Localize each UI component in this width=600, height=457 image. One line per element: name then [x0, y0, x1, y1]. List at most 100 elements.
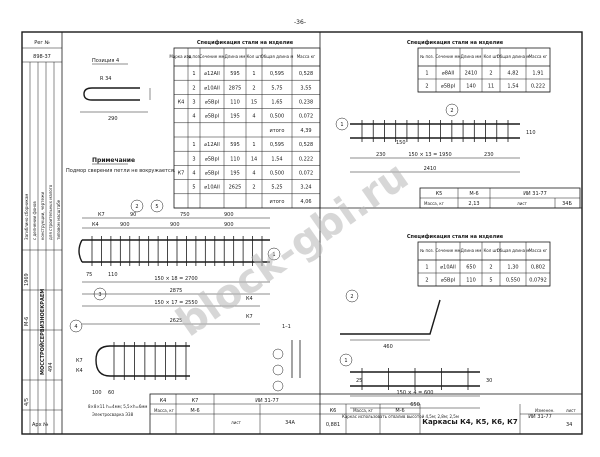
section-views — [272, 340, 301, 392]
length-dim: 290 — [108, 116, 118, 122]
main-spec-header-3: Длина мм — [225, 54, 246, 59]
main-spec-cell-3-3: 195 — [230, 114, 240, 120]
main-spec-cell-4-5: итого — [270, 128, 285, 134]
main-spec-cell-0-4: 1 — [252, 71, 255, 77]
k5-marker-2-label: 2 — [450, 108, 453, 114]
main-spec-header-5: Общая длина м — [261, 54, 294, 59]
k4-dim-900c: 900 — [224, 212, 234, 218]
loop-bar — [83, 87, 140, 101]
k4-mark-k4-top: К4 — [92, 222, 99, 228]
main-spec-header-4: Кол шт — [246, 54, 262, 59]
title-block: К4 К7 ИИ 31-77 Масса, кг М-6 лист 34А К6… — [149, 393, 583, 435]
tb-change-sheet-label: лист — [566, 408, 576, 413]
k4-dim-900d: 900 — [224, 222, 234, 228]
main-spec-cell-7-6: 0,072 — [299, 171, 313, 177]
k6-marker-1 — [339, 353, 353, 367]
main-spec-cell-2-2: ⌀5ВрI — [205, 100, 219, 106]
k6-dim-edge: 25 — [356, 378, 362, 384]
main-spec-cell-5-4: 1 — [252, 142, 255, 148]
tb-change-label: Изменен. — [535, 408, 555, 413]
main-spec-cell-3-1: 4 — [192, 114, 195, 120]
k5-marker-1 — [335, 117, 349, 131]
k6-dim-length: 460 — [383, 344, 393, 350]
radius-dim: R 34 — [100, 76, 111, 82]
k4-weld-note-2: Электросварка Э38 — [92, 412, 134, 417]
main-spec-cell-0-3: 595 — [230, 71, 240, 77]
main-spec-cell-7-1: 4 — [192, 171, 195, 177]
k6-spec-cell-0-1: ⌀10АII — [440, 265, 456, 271]
main-spec-cell-3-6: 0,072 — [299, 114, 313, 120]
stamp-line-3: конструкции, чертежи — [40, 191, 45, 240]
stamp-line-2: с делнении фонов — [32, 201, 37, 240]
tb-mark-k4: К4 — [160, 398, 167, 404]
tb-sheet: 34А — [285, 420, 295, 426]
k5-dim-edge-left: 230 — [376, 152, 386, 158]
k5-spec-cell-0-3: 2 — [489, 71, 492, 77]
position-label: Позиция 4 — [92, 58, 119, 64]
tb-title: Каркасы К4, К5, К6, К7 — [422, 418, 518, 426]
main-spec-cell-1-5: 5,75 — [271, 85, 282, 91]
k4-dim-pitch-a: 150 × 18 = 2700 — [154, 276, 197, 282]
k5-spec-cell-0-5: 1,91 — [532, 71, 543, 77]
k5-spec-cell-1-2: 140 — [466, 84, 476, 90]
stamp-line-4: для строительных малого — [48, 184, 53, 240]
k5-dim-total: 2410 — [424, 166, 437, 172]
org-name: МОССТРОЙСЕРВИЗНОЕКРАЕМ — [38, 289, 46, 375]
main-spec-table: Спецификация стали на изделие Марка изд.… — [169, 39, 321, 209]
k4-marker-4-label: 4 — [74, 324, 77, 330]
k4-section-label: 1–1 — [282, 324, 291, 330]
k5-spec-header-3: Кол шт — [483, 54, 499, 59]
k6-spec-cell-1-2: 110 — [466, 278, 476, 284]
main-spec-cell-5-1: 1 — [192, 142, 195, 148]
tb-mass-label: Масса, кг — [154, 408, 174, 413]
main-spec-cell-2-6: 0,238 — [299, 100, 313, 106]
k5-stamp-series: М-6 — [469, 191, 478, 197]
k5-spec-cell-1-1: ⌀5ВрI — [441, 84, 455, 90]
k5-spec-header-5: Масса кг — [529, 54, 548, 59]
k5-marker-2 — [445, 103, 459, 117]
k4-dim-100: 100 — [92, 390, 102, 396]
k5-dim-pitch: 150 × 13 = 1950 — [408, 152, 451, 158]
k6-spec-cell-0-2: 650 — [466, 265, 476, 271]
k4-dim-2625: 2625 — [170, 318, 183, 324]
main-spec-cell-7-3: 195 — [230, 171, 240, 177]
k5-dim-edge-right: 230 — [484, 152, 494, 158]
main-spec-header-1: № поз. — [187, 54, 201, 59]
main-spec-cell-0-6: 0,528 — [299, 71, 313, 77]
k6-elevation — [340, 299, 441, 335]
k4-view: К7 К4 90 750 900 900 900 900 2 5 1 3 75 … — [78, 199, 291, 330]
k5-dim-step: 150 — [396, 140, 406, 146]
k4-dim-900b: 900 — [170, 222, 180, 228]
k6-dim-total: 650 — [410, 402, 420, 408]
section-circle-2 — [272, 364, 284, 376]
k5-spec-cell-1-4: 1,54 — [507, 84, 518, 90]
k5-spec-cell-1-0: 2 — [425, 84, 428, 90]
side-panel: Рег № 898-37 Загиблино сборникам с делне… — [21, 31, 63, 435]
k5-stamp-mass-label: Масса, кг — [424, 201, 444, 206]
k5-stamp-sheet: 34Б — [562, 201, 572, 207]
k6-spec-cell-0-3: 2 — [489, 265, 492, 271]
stamp-line-1: Загиблино сборникам — [24, 194, 29, 240]
sheet-series: М-6 — [24, 317, 30, 326]
main-spec-cell-7-4: 4 — [252, 171, 255, 177]
k4-mark-k7-mid: К7 — [246, 314, 253, 320]
reg-label: Рег № — [34, 40, 50, 46]
main-spec-cell-9-6: 4,06 — [300, 199, 311, 205]
note-title: Примечание — [92, 157, 135, 164]
k5-dim-height: 110 — [526, 130, 536, 136]
tb-mark-k7: К7 — [192, 398, 199, 404]
main-spec-cell-8-5: 5,25 — [271, 185, 282, 191]
k4-marker-2-label: 2 — [135, 204, 138, 210]
main-spec-cell-1-2: ⌀10АII — [204, 85, 220, 91]
k5-stamp-doc: ИИ 31-77 — [523, 191, 547, 197]
main-spec-cell-6-5: 1,54 — [271, 156, 282, 162]
main-spec-cell-1-6: 3,55 — [300, 85, 311, 91]
main-spec-cell-6-3: 110 — [230, 156, 240, 162]
main-spec-header-0: Марка изд. — [169, 54, 192, 59]
k4-dim-pitch-b: 150 × 17 = 2550 — [154, 300, 197, 306]
k5-stamp-mass: 2,13 — [468, 201, 479, 207]
tb-doc: ИИ 31-77 — [255, 398, 279, 404]
k4-weld-note: 8×8×11 h=4мм; 5,5×h=6мм — [88, 404, 147, 409]
main-spec-cell-6-2: ⌀5ВрI — [205, 156, 219, 162]
